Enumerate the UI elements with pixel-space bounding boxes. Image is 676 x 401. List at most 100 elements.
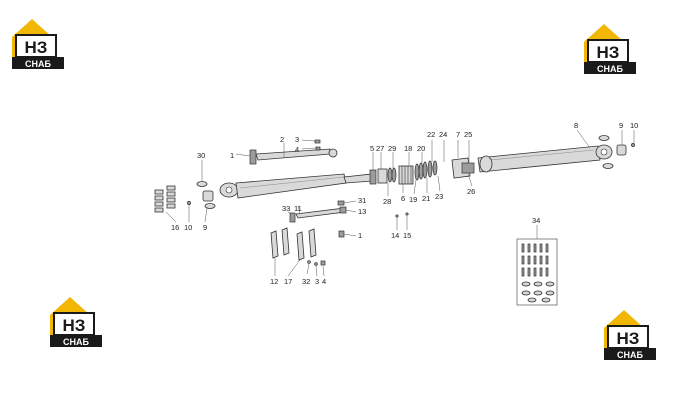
logo-graphic: НЗ СНАБ bbox=[584, 24, 636, 74]
leader-lines bbox=[165, 129, 635, 277]
brand-logo-bottom-right: НЗ СНАБ bbox=[602, 308, 658, 360]
bolt-31 bbox=[337, 200, 345, 206]
logo-mark-text: НЗ bbox=[25, 38, 48, 57]
guide-collar-25 bbox=[461, 162, 475, 174]
oring-9-left bbox=[204, 203, 216, 209]
label-27: 27 bbox=[376, 144, 384, 153]
clamp-1-top bbox=[249, 149, 257, 165]
label-17: 17 bbox=[284, 277, 292, 286]
bolt-3-bottom bbox=[314, 262, 318, 266]
pin-14 bbox=[395, 214, 399, 218]
bracket-2 bbox=[255, 148, 331, 161]
clip-33 bbox=[289, 212, 296, 223]
plate-17 bbox=[296, 231, 305, 261]
upper-bracket bbox=[249, 139, 338, 165]
tube-end-cap bbox=[479, 155, 493, 173]
kit-rings bbox=[521, 281, 555, 303]
oring-top-right bbox=[598, 135, 610, 141]
left-small-parts bbox=[154, 181, 216, 213]
label-34: 34 bbox=[532, 216, 540, 225]
label-25: 25 bbox=[464, 130, 472, 139]
cylinder-tube-left bbox=[235, 173, 347, 199]
cylinder-assembly bbox=[219, 135, 635, 199]
logo-caption-text: СНАБ bbox=[617, 350, 643, 360]
clamp-13 bbox=[339, 206, 347, 214]
label-9-left: 9 bbox=[203, 223, 207, 232]
label-32: 32 bbox=[302, 277, 310, 286]
plate-12 bbox=[270, 230, 279, 259]
nut-4-bottom bbox=[320, 260, 326, 266]
pin-15 bbox=[405, 212, 409, 216]
logo-graphic: НЗ СНАБ bbox=[604, 310, 656, 360]
label-13: 13 bbox=[358, 207, 366, 216]
bushing-27 bbox=[377, 168, 388, 184]
part-labels: 1 2 3 4 30 5 27 29 18 20 22 24 7 25 8 9 … bbox=[171, 121, 638, 286]
lower-plates bbox=[270, 227, 326, 266]
label-3-top: 3 bbox=[295, 135, 299, 144]
kit-bolts bbox=[521, 243, 549, 277]
clamp-1-bottom bbox=[338, 230, 345, 238]
grease-nipple-10-right bbox=[631, 143, 635, 147]
label-20: 20 bbox=[417, 144, 425, 153]
logo-mark-text: НЗ bbox=[63, 316, 86, 335]
label-33: 33 bbox=[282, 204, 290, 213]
label-31: 31 bbox=[358, 196, 366, 205]
clip-set-16 bbox=[154, 185, 176, 213]
rod-nut-5 bbox=[369, 169, 377, 185]
label-10-right: 10 bbox=[630, 121, 638, 130]
seal-stack-29 bbox=[387, 167, 397, 183]
label-4-bottom: 4 bbox=[322, 277, 326, 286]
label-3-bottom: 3 bbox=[315, 277, 319, 286]
label-7: 7 bbox=[456, 130, 460, 139]
label-29: 29 bbox=[388, 144, 396, 153]
label-15: 15 bbox=[403, 231, 411, 240]
plate-12b bbox=[281, 227, 290, 256]
label-22: 22 bbox=[427, 130, 435, 139]
label-19: 19 bbox=[409, 195, 417, 204]
repair-kit-34 bbox=[516, 238, 558, 306]
label-30: 30 bbox=[197, 151, 205, 160]
label-26: 26 bbox=[467, 187, 475, 196]
logo-mark-text: НЗ bbox=[617, 329, 640, 348]
label-1-top: 1 bbox=[230, 151, 234, 160]
bracket-end bbox=[328, 148, 338, 158]
label-16: 16 bbox=[171, 223, 179, 232]
plate-17b bbox=[308, 228, 317, 258]
label-4-top: 4 bbox=[295, 145, 299, 154]
bushing-9-right bbox=[616, 144, 627, 156]
label-14: 14 bbox=[391, 231, 399, 240]
piston-rod bbox=[343, 173, 373, 184]
label-2: 2 bbox=[280, 135, 284, 144]
logo-mark-text: НЗ bbox=[597, 43, 620, 62]
bolt-32 bbox=[307, 260, 311, 264]
label-24: 24 bbox=[439, 130, 447, 139]
label-11: 11 bbox=[294, 204, 302, 213]
lower-linkage bbox=[289, 200, 409, 238]
label-1-bottom: 1 bbox=[358, 231, 362, 240]
label-8: 8 bbox=[574, 121, 578, 130]
oring-30 bbox=[196, 181, 208, 187]
label-18: 18 bbox=[404, 144, 412, 153]
label-28: 28 bbox=[383, 197, 391, 206]
label-23: 23 bbox=[435, 192, 443, 201]
logo-caption-text: СНАБ bbox=[597, 64, 623, 74]
label-5: 5 bbox=[370, 144, 374, 153]
oring-bottom-right bbox=[602, 163, 614, 169]
grease-nipple-10-left bbox=[187, 201, 191, 205]
bolt-3-top bbox=[314, 139, 321, 144]
label-21: 21 bbox=[422, 194, 430, 203]
label-12: 12 bbox=[270, 277, 278, 286]
piston-6 bbox=[398, 165, 414, 185]
cylinder-tube-right bbox=[477, 145, 601, 173]
ring-set-19-21 bbox=[414, 160, 438, 181]
brand-logo-top-right: НЗ СНАБ bbox=[582, 22, 638, 74]
label-9-right: 9 bbox=[619, 121, 623, 130]
nut-4-top bbox=[315, 146, 321, 151]
bushing-9-left bbox=[202, 190, 214, 202]
label-6: 6 bbox=[401, 194, 405, 203]
